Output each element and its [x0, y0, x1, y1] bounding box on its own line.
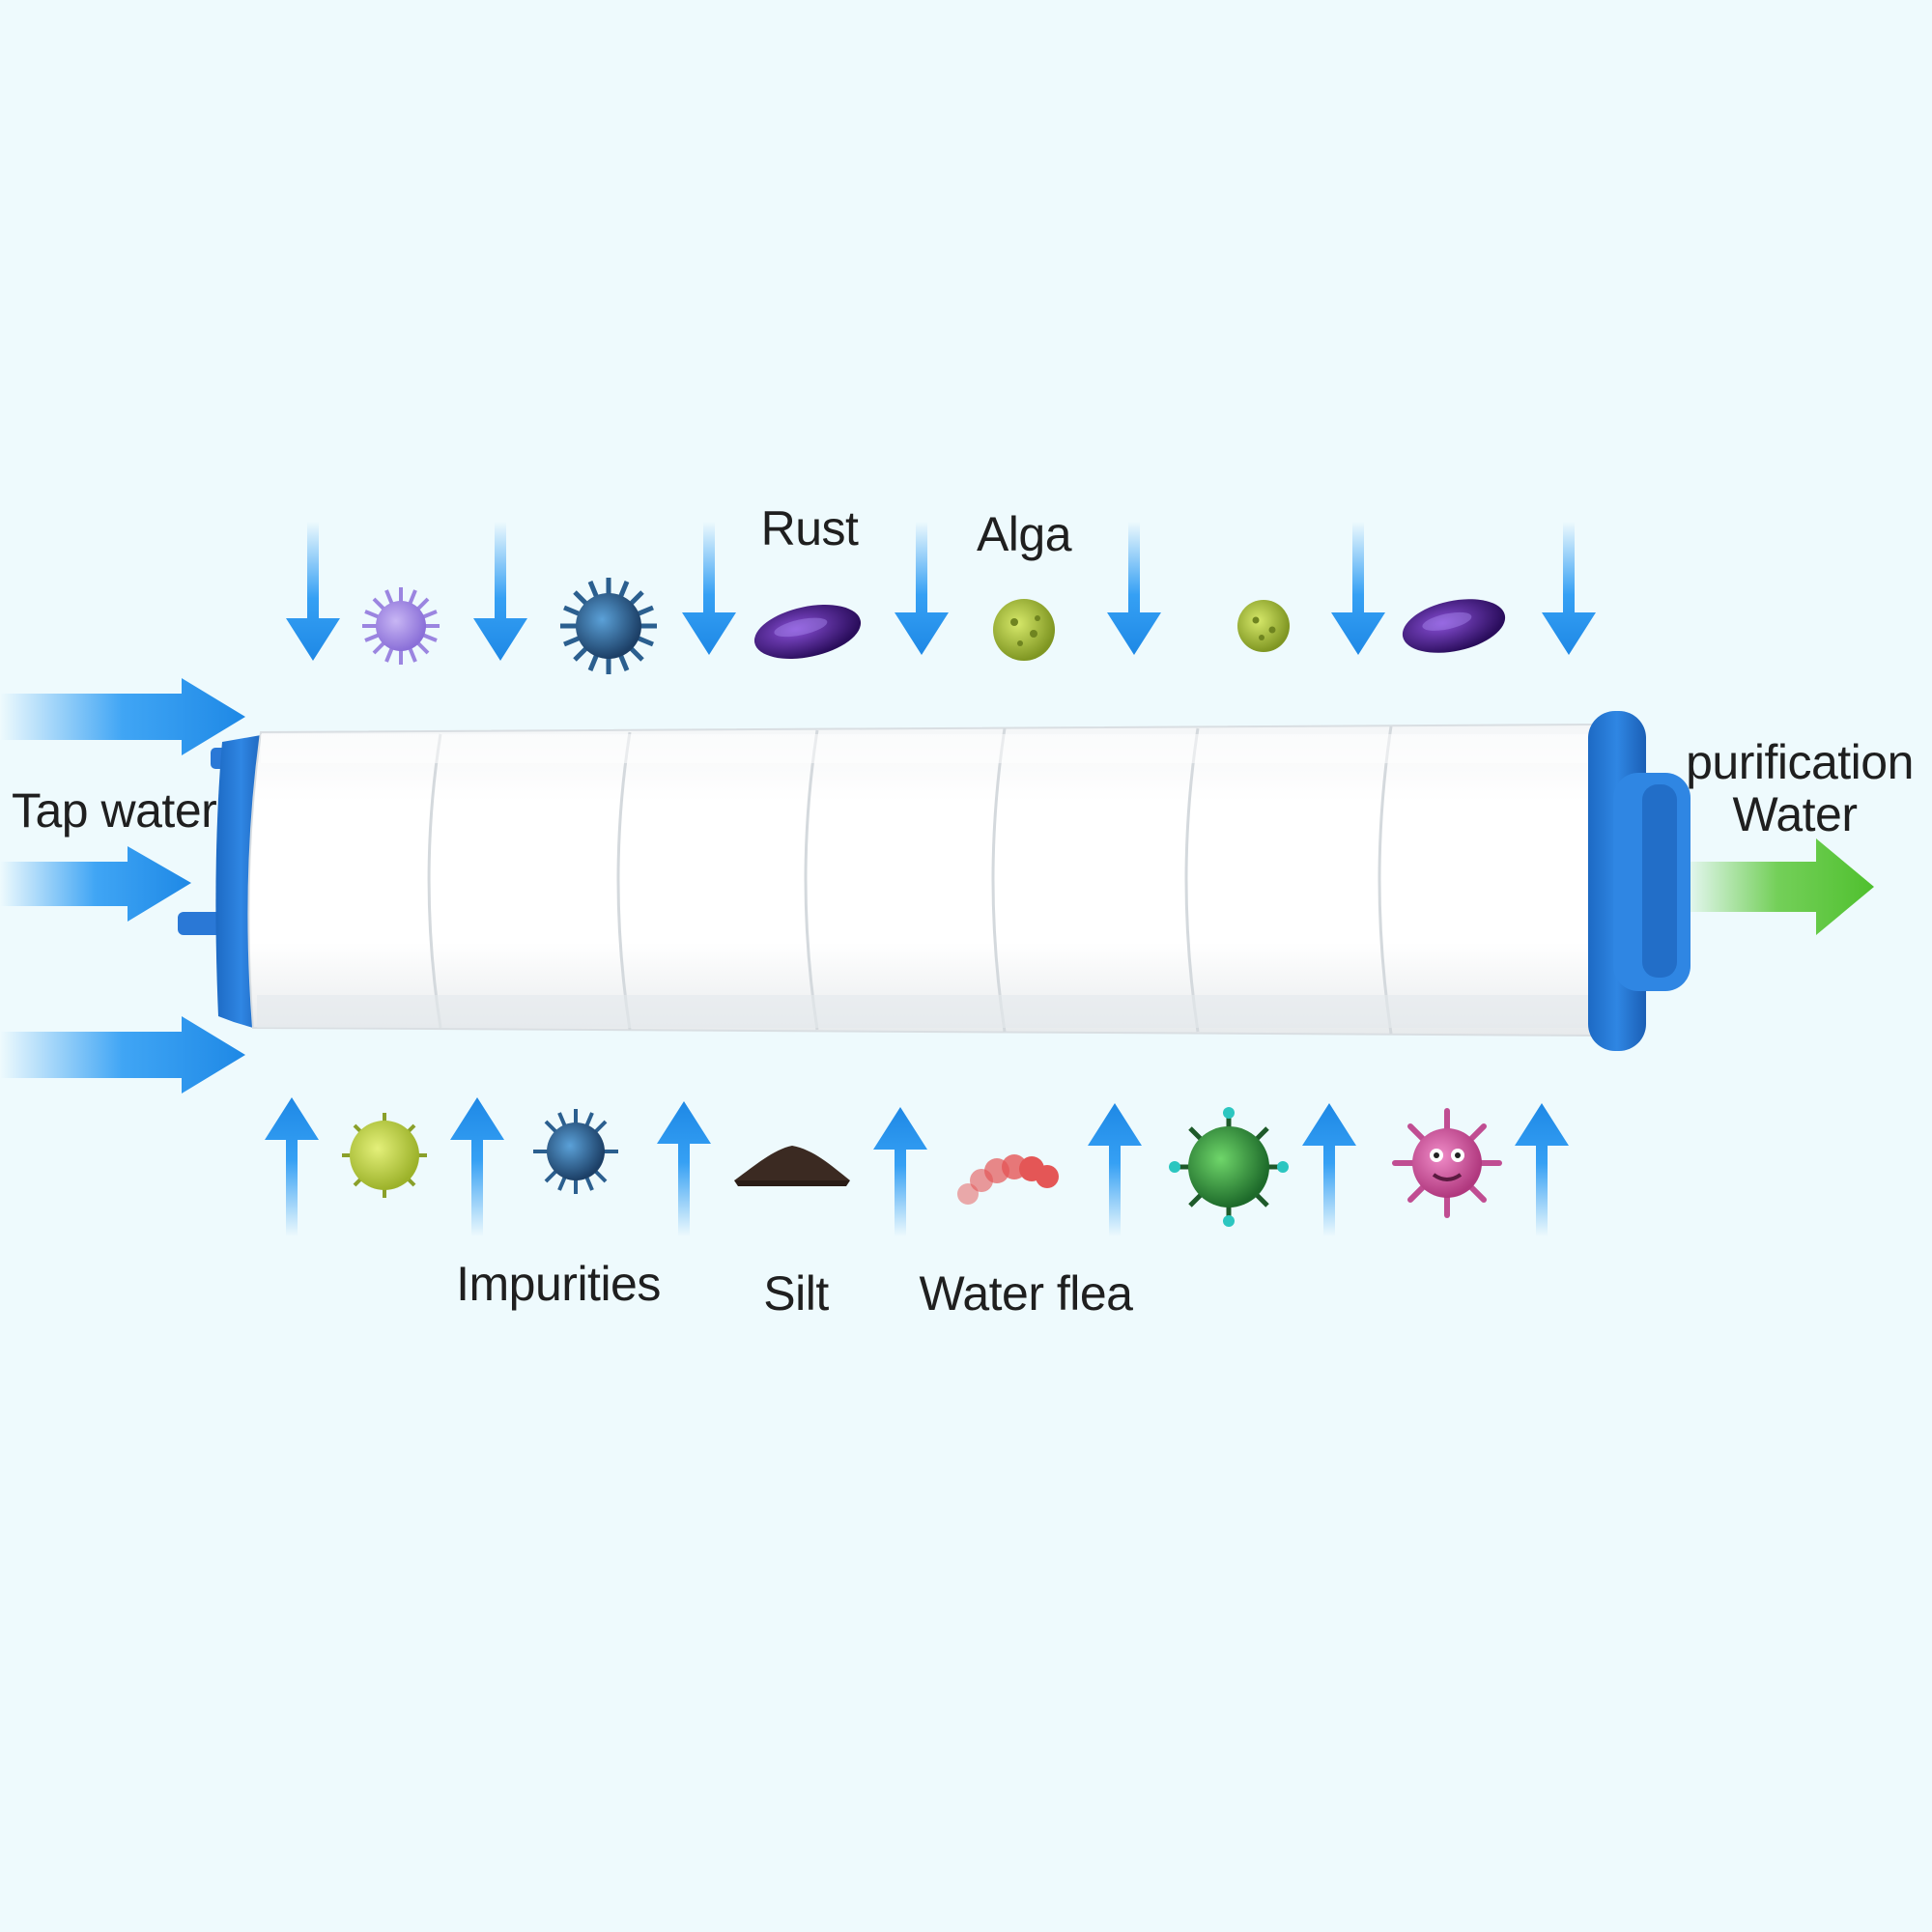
down-arrow — [1107, 522, 1161, 655]
down-arrow — [895, 522, 949, 655]
rust-capsule-icon — [1402, 599, 1506, 653]
inflow-arrows-left — [0, 678, 245, 1094]
alga-label: Alga — [976, 507, 1072, 561]
filter-body — [247, 723, 1607, 1037]
up-arrow — [1515, 1103, 1569, 1236]
green-virus-icon — [1169, 1107, 1289, 1227]
rust-label: Rust — [760, 501, 859, 555]
water-flea-label: Water flea — [919, 1266, 1133, 1321]
up-arrow — [265, 1097, 319, 1236]
filter-segments — [427, 725, 1393, 1035]
up-arrow — [1088, 1103, 1142, 1236]
blue-virus-icon — [560, 578, 657, 674]
purple-virus-icon — [362, 587, 440, 665]
down-arrow — [1542, 522, 1596, 655]
down-arrow — [682, 522, 736, 655]
impurities-label: Impurities — [456, 1257, 661, 1311]
outflow-arrow — [1681, 838, 1874, 935]
silt-pile-icon — [734, 1146, 850, 1186]
pink-microbe-icon — [1392, 1108, 1502, 1218]
up-arrow — [1302, 1103, 1356, 1236]
down-arrow — [473, 522, 527, 661]
right-arrow — [0, 678, 245, 755]
alga-sphere-icon — [1237, 600, 1290, 652]
blue-virus-icon — [533, 1109, 618, 1194]
alga-sphere-icon — [993, 599, 1055, 661]
right-arrow — [0, 846, 191, 922]
inflow-arrows-bottom — [265, 1097, 1569, 1236]
tap-water-label: Tap water — [12, 783, 217, 838]
water-flea-icon — [957, 1154, 1059, 1205]
rust-capsule-icon — [753, 605, 862, 659]
inflow-arrows-top — [286, 522, 1596, 661]
silt-label: Silt — [763, 1266, 829, 1321]
green-spore-icon — [342, 1113, 427, 1198]
up-arrow — [657, 1101, 711, 1236]
output-label-line1: purification — [1686, 735, 1914, 789]
up-arrow — [873, 1107, 927, 1236]
up-arrow — [450, 1097, 504, 1236]
right-arrow — [0, 1016, 245, 1094]
down-arrow — [286, 522, 340, 661]
output-label-line2: Water — [1732, 787, 1859, 841]
filter-cartridge — [178, 711, 1690, 1051]
down-arrow — [1331, 522, 1385, 655]
